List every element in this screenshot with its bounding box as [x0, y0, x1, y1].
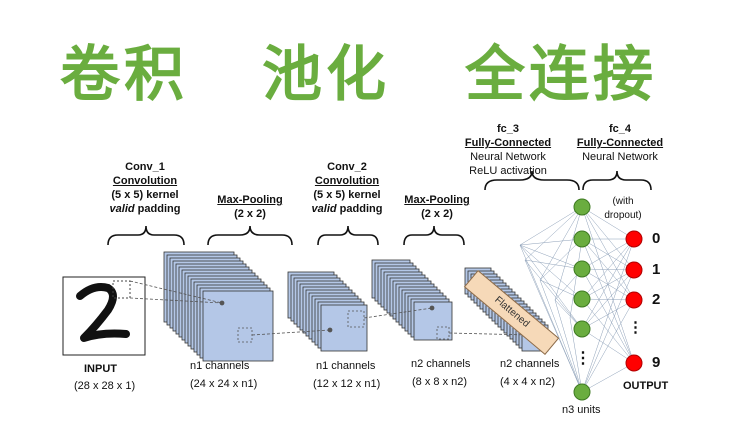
- stage2-label: n1 channels: [316, 360, 376, 372]
- fc4-name: fc_4: [608, 123, 632, 135]
- fc4-label: fc_4 Fully-Connected Neural Network: [570, 122, 670, 164]
- input-dims: (28 x 28 x 1): [74, 380, 136, 392]
- hidden-units-label: n3 units: [562, 404, 601, 416]
- pool2-label: Max-Pooling (2 x 2): [392, 193, 482, 221]
- output-node: [625, 291, 643, 309]
- pool2-size: (2 x 2): [421, 208, 453, 220]
- stage4-dims: (4 x 4 x n2): [500, 376, 556, 388]
- hidden-node: [573, 230, 591, 248]
- output-value-9: 9: [652, 354, 661, 371]
- conv1-type: Convolution: [112, 175, 178, 187]
- fc3-desc2: ReLU activation: [469, 165, 547, 177]
- conv1-padding-valid: valid: [109, 203, 135, 215]
- stage2-dims: (12 x 12 x n1): [313, 378, 381, 390]
- hidden-node: [573, 260, 591, 278]
- pool2-type: Max-Pooling: [404, 194, 470, 206]
- pool1-label: Max-Pooling (2 x 2): [205, 193, 295, 221]
- stack-conv1: [163, 251, 274, 362]
- stage1-label: n1 channels: [190, 360, 250, 372]
- conv2-type: Convolution: [314, 175, 380, 187]
- conv1-name: Conv_1: [125, 161, 165, 173]
- output-node: [625, 261, 643, 279]
- output-nodes: [625, 230, 643, 372]
- stage3-dims: (8 x 8 x n2): [412, 376, 468, 388]
- input-label: INPUT: [84, 363, 117, 375]
- fc3-name: fc_3: [496, 123, 520, 135]
- output-value-2: 2: [652, 291, 661, 308]
- hidden-node: [573, 383, 591, 401]
- output-label: OUTPUT: [623, 380, 669, 392]
- conv2-padding-valid: valid: [311, 203, 337, 215]
- pool1-size: (2 x 2): [234, 208, 266, 220]
- fc3-type: Fully-Connected: [464, 137, 552, 149]
- conv2-label: Conv_2 Convolution (5 x 5) kernel valid …: [302, 160, 392, 216]
- hidden-node: [573, 198, 591, 216]
- brace-fc4: [582, 170, 652, 191]
- fc3-desc1: Neural Network: [470, 151, 546, 163]
- conv2-kernel: (5 x 5) kernel: [313, 189, 381, 201]
- output-node: [625, 230, 643, 248]
- dropout-label: (with dropout): [598, 195, 648, 223]
- output-value-1: 1: [652, 261, 661, 278]
- fc3-label: fc_3 Fully-Connected Neural Network ReLU…: [458, 122, 558, 178]
- hidden-nodes: [573, 198, 591, 401]
- hidden-node: [573, 290, 591, 308]
- conv2-padding: padding: [339, 203, 383, 215]
- stack-pool1: [287, 271, 368, 352]
- brace-conv1: [107, 225, 185, 246]
- output-value-0: 0: [652, 230, 661, 247]
- stack-conv2: [371, 259, 453, 341]
- input-image: [62, 276, 146, 356]
- conv2-name: Conv_2: [327, 161, 367, 173]
- stage3-label: n2 channels: [411, 358, 471, 370]
- output-ellipsis: ⋮: [628, 319, 643, 336]
- brace-conv2: [317, 225, 379, 246]
- braces: [107, 170, 652, 246]
- title-pooling: 池化: [262, 40, 390, 110]
- hidden-ellipsis: ⋮: [575, 350, 591, 367]
- dropout-line1: (with: [612, 196, 634, 207]
- fc4-type: Fully-Connected: [576, 137, 664, 149]
- stage1-dims: (24 x 24 x n1): [190, 378, 258, 390]
- conv1-label: Conv_1 Convolution (5 x 5) kernel valid …: [100, 160, 190, 216]
- conv1-kernel: (5 x 5) kernel: [111, 189, 179, 201]
- fc4-desc1: Neural Network: [582, 151, 658, 163]
- brace-pool2: [403, 225, 465, 246]
- brace-fc3: [484, 170, 580, 191]
- title-fully-connected: 全连接: [465, 40, 657, 110]
- dropout-line2: dropout): [604, 210, 642, 221]
- conv1-padding: padding: [137, 203, 181, 215]
- title-convolution: 卷积: [60, 40, 188, 110]
- output-node: [625, 354, 643, 372]
- pool1-type: Max-Pooling: [217, 194, 283, 206]
- stage4-label: n2 channels: [500, 358, 560, 370]
- hidden-node: [573, 320, 591, 338]
- brace-pool1: [207, 225, 293, 246]
